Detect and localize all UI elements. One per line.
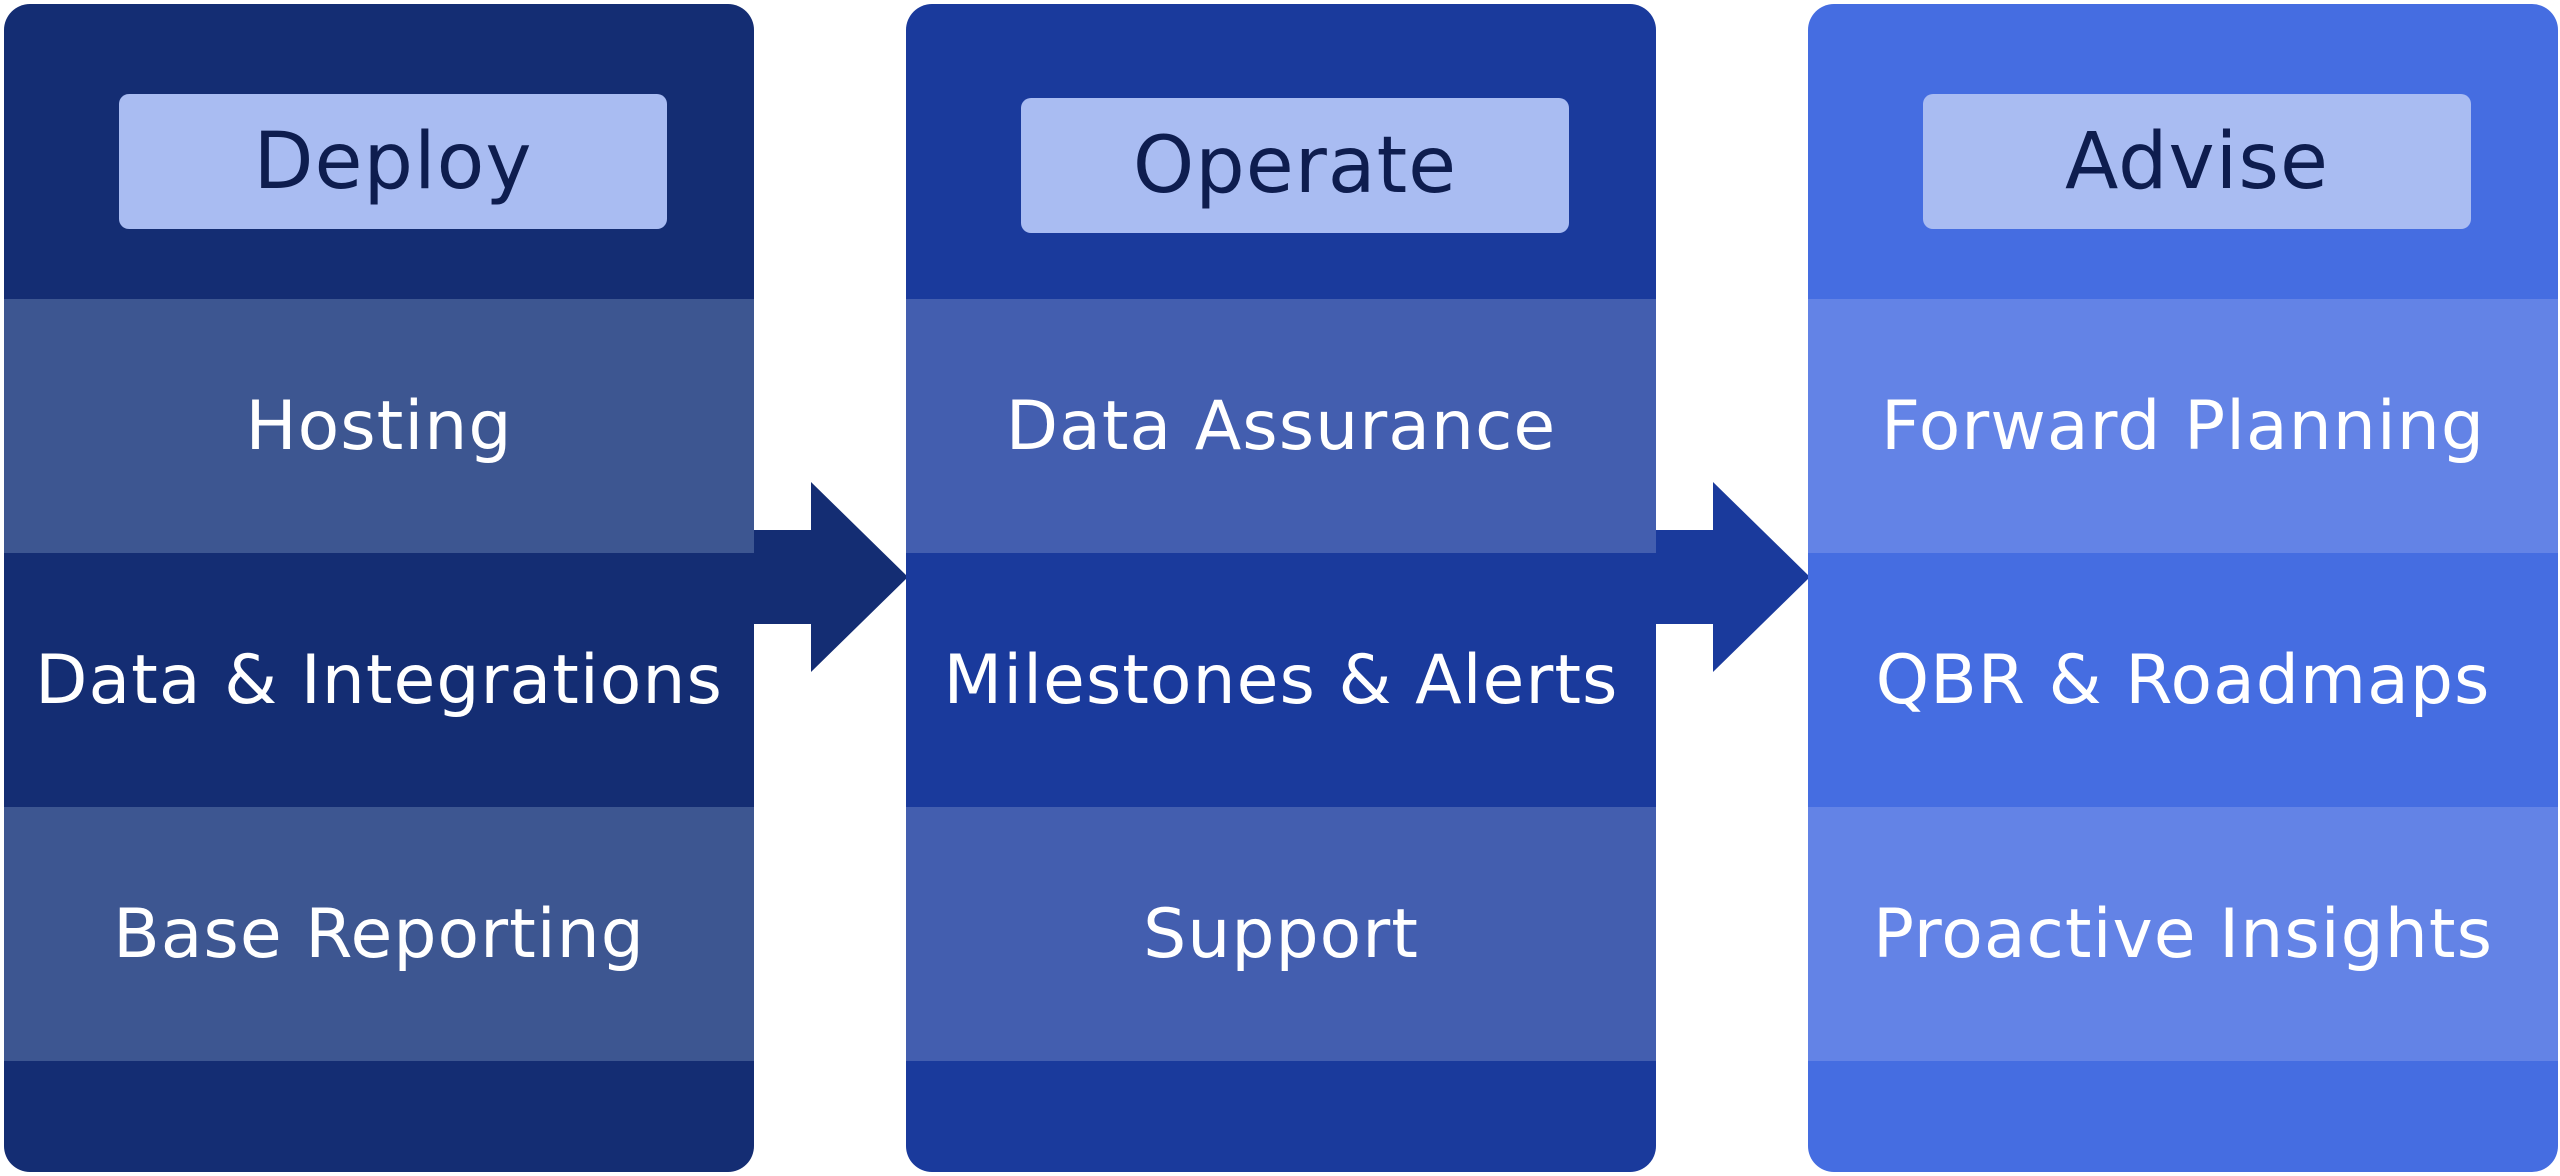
operate-column: Operate Data Assurance Milestones & Aler… — [906, 4, 1656, 1172]
operate-header: Operate — [906, 4, 1656, 299]
deploy-item-hosting: Hosting — [4, 299, 754, 553]
advise-header: Advise — [1808, 4, 2558, 299]
advise-title: Advise — [1923, 94, 2471, 229]
advise-item-proactive-insights: Proactive Insights — [1808, 807, 2558, 1061]
arrow-icon-deploy-to-operate — [754, 482, 908, 672]
operate-title: Operate — [1021, 98, 1569, 233]
advise-item-forward-planning: Forward Planning — [1808, 299, 2558, 553]
deploy-title: Deploy — [119, 94, 667, 229]
deploy-header: Deploy — [4, 4, 754, 299]
advise-item-qbr-roadmaps: QBR & Roadmaps — [1808, 553, 2558, 807]
operate-item-data-assurance: Data Assurance — [906, 299, 1656, 553]
arrow-icon-operate-to-advise — [1656, 482, 1810, 672]
operate-item-support: Support — [906, 807, 1656, 1061]
advise-column: Advise Forward Planning QBR & Roadmaps P… — [1808, 4, 2558, 1172]
deploy-item-base-reporting: Base Reporting — [4, 807, 754, 1061]
operate-item-milestones-alerts: Milestones & Alerts — [906, 553, 1656, 807]
deploy-item-data-integrations: Data & Integrations — [4, 553, 754, 807]
deploy-column: Deploy Hosting Data & Integrations Base … — [4, 4, 754, 1172]
